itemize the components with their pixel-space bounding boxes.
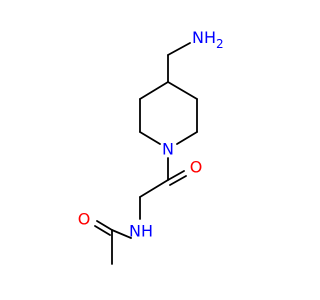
bond-ring-c5-c4 [139,81,169,100]
bond-amide-o-1 [96,220,113,231]
atom-labels: NH2 N O NH O [78,28,224,241]
bond-carbonyl-o-1 [167,170,185,181]
bond-amine-ch2 [167,42,191,56]
atom-ring-n: N [162,140,174,159]
bond-ring-c4-c3 [167,81,198,100]
bond-carbonyl-ch2 [139,179,169,198]
bond-ring-n-c6 [139,131,161,145]
atom-amide-o: O [78,210,91,229]
atom-amide-nh: NH [129,222,153,241]
bond-carbonyl-o-2 [169,175,187,186]
bond-amide-o-2 [94,225,111,236]
bonds [94,42,198,265]
atom-ketone-o: O [190,158,203,177]
molecule-structure: NH2 N O NH O [0,0,300,300]
atom-amine-nh2: NH2 [192,28,224,52]
bond-ring-c2-n [176,131,198,145]
canvas-background [0,0,300,300]
bond-amide-n-c [111,229,132,239]
